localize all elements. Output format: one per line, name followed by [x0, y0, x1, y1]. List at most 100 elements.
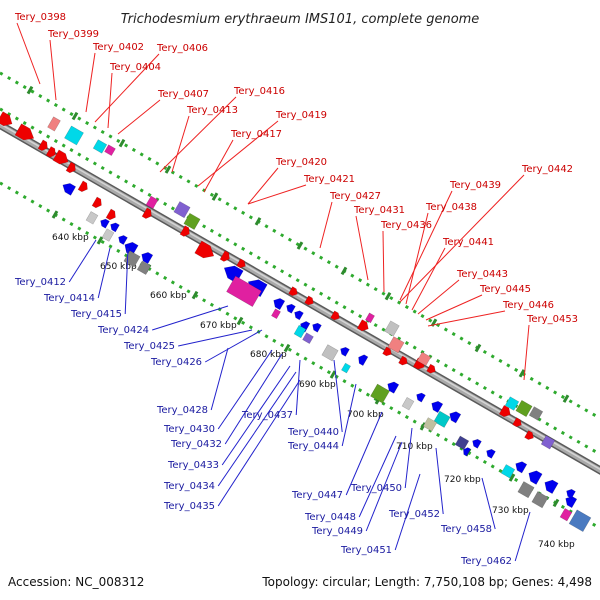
gene-feature[interactable]	[401, 397, 415, 411]
gene-feature[interactable]	[517, 481, 535, 499]
gene-reverse[interactable]	[447, 409, 462, 424]
gene-forward[interactable]	[179, 225, 192, 239]
gene-label-reverse[interactable]: Tery_0440	[287, 427, 339, 438]
gene-reverse[interactable]	[356, 353, 369, 366]
gene-feature[interactable]	[104, 144, 116, 156]
gene-feature[interactable]	[101, 228, 115, 242]
gene-reverse[interactable]	[385, 380, 400, 394]
gene-feature[interactable]	[226, 275, 262, 307]
gene-feature[interactable]	[341, 362, 351, 374]
gene-label-reverse[interactable]: Tery_0414	[43, 293, 95, 304]
gene-feature[interactable]	[559, 508, 573, 522]
gene-label-reverse[interactable]: Tery_0444	[287, 441, 339, 452]
gene-feature[interactable]	[454, 435, 470, 450]
gene-label-forward[interactable]: Tery_0453	[526, 314, 578, 325]
gene-label-reverse[interactable]: Tery_0437	[241, 410, 293, 421]
gene-label-reverse[interactable]: Tery_0448	[304, 512, 356, 523]
gene-forward[interactable]	[330, 310, 342, 322]
gene-reverse[interactable]	[429, 399, 444, 414]
gene-forward[interactable]	[0, 111, 15, 129]
gene-label-reverse[interactable]: Tery_0447	[291, 490, 343, 501]
gene-forward[interactable]	[45, 146, 58, 159]
gene-reverse[interactable]	[60, 181, 77, 196]
gene-reverse[interactable]	[461, 446, 471, 457]
gene-feature[interactable]	[271, 308, 281, 320]
gene-feature[interactable]	[384, 320, 400, 337]
gene-forward[interactable]	[524, 430, 536, 441]
gene-feature[interactable]	[85, 211, 99, 225]
gene-reverse[interactable]	[526, 468, 543, 485]
gene-forward[interactable]	[426, 363, 438, 375]
gene-label-forward[interactable]: Tery_0442	[521, 164, 573, 175]
gene-reverse[interactable]	[563, 494, 578, 509]
gene-feature[interactable]	[302, 332, 314, 344]
gene-label-forward[interactable]: Tery_0421	[303, 174, 355, 185]
gene-feature[interactable]	[365, 312, 375, 324]
gene-reverse[interactable]	[293, 309, 304, 321]
gene-label-reverse[interactable]: Tery_0425	[123, 341, 175, 352]
gene-forward[interactable]	[219, 250, 232, 264]
gene-reverse[interactable]	[339, 345, 350, 357]
gene-feature[interactable]	[145, 195, 159, 210]
gene-label-reverse[interactable]: Tery_0434	[163, 481, 215, 492]
gene-feature[interactable]	[370, 383, 390, 404]
gene-label-forward[interactable]: Tery_0416	[233, 86, 285, 97]
gene-forward[interactable]	[14, 123, 37, 144]
gene-label-reverse[interactable]: Tery_0451	[340, 545, 392, 556]
gene-feature[interactable]	[92, 139, 108, 154]
gene-reverse[interactable]	[471, 437, 482, 449]
gene-label-reverse[interactable]: Tery_0458	[440, 524, 492, 535]
gene-reverse[interactable]	[415, 391, 426, 403]
gene-label-forward[interactable]: Tery_0404	[109, 62, 161, 73]
gene-forward[interactable]	[37, 139, 50, 153]
gene-label-reverse[interactable]: Tery_0428	[156, 405, 208, 416]
gene-label-forward[interactable]: Tery_0419	[275, 110, 327, 121]
gene-forward[interactable]	[91, 196, 104, 210]
gene-label-forward[interactable]: Tery_0439	[449, 180, 501, 191]
gene-feature[interactable]	[515, 399, 533, 418]
gene-feature[interactable]	[387, 336, 405, 354]
gene-feature[interactable]	[293, 324, 307, 339]
gene-label-forward[interactable]: Tery_0407	[157, 89, 209, 100]
gene-label-forward[interactable]: Tery_0431	[353, 205, 405, 216]
gene-reverse[interactable]	[117, 234, 128, 245]
gene-label-reverse[interactable]: Tery_0430	[163, 424, 215, 435]
gene-reverse[interactable]	[271, 296, 286, 311]
gene-feature[interactable]	[568, 509, 592, 532]
gene-reverse[interactable]	[565, 488, 576, 499]
gene-reverse[interactable]	[139, 250, 154, 265]
gene-label-reverse[interactable]: Tery_0426	[150, 357, 202, 368]
gene-forward[interactable]	[194, 240, 218, 262]
gene-forward[interactable]	[77, 180, 90, 194]
gene-feature[interactable]	[173, 201, 191, 219]
gene-forward[interactable]	[498, 404, 513, 419]
gene-label-forward[interactable]: Tery_0406	[156, 43, 208, 54]
gene-forward[interactable]	[512, 417, 524, 429]
gene-label-reverse[interactable]: Tery_0424	[97, 325, 149, 336]
gene-forward[interactable]	[141, 207, 154, 221]
gene-feature[interactable]	[422, 417, 438, 432]
gene-feature[interactable]	[136, 260, 152, 275]
gene-forward[interactable]	[304, 295, 316, 307]
gene-feature[interactable]	[531, 491, 549, 509]
gene-feature[interactable]	[321, 344, 339, 362]
gene-feature[interactable]	[64, 125, 84, 146]
gene-label-forward[interactable]: Tery_0443	[456, 269, 508, 280]
gene-feature[interactable]	[504, 396, 520, 411]
gene-feature[interactable]	[500, 464, 516, 479]
gene-label-reverse[interactable]: Tery_0462	[460, 556, 512, 567]
gene-label-forward[interactable]: Tery_0420	[275, 157, 327, 168]
gene-reverse[interactable]	[311, 321, 322, 333]
gene-label-forward[interactable]: Tery_0427	[329, 191, 381, 202]
gene-label-reverse[interactable]: Tery_0452	[388, 509, 440, 520]
gene-feature[interactable]	[416, 351, 432, 367]
gene-forward[interactable]	[398, 355, 410, 367]
gene-forward[interactable]	[356, 319, 371, 334]
gene-reverse[interactable]	[99, 217, 110, 229]
gene-label-reverse[interactable]: Tery_0449	[311, 526, 363, 537]
gene-label-reverse[interactable]: Tery_0433	[167, 460, 219, 471]
gene-reverse[interactable]	[542, 477, 559, 494]
gene-label-forward[interactable]: Tery_0441	[442, 237, 494, 248]
gene-label-forward[interactable]: Tery_0413	[186, 105, 238, 116]
gene-forward[interactable]	[65, 161, 78, 175]
